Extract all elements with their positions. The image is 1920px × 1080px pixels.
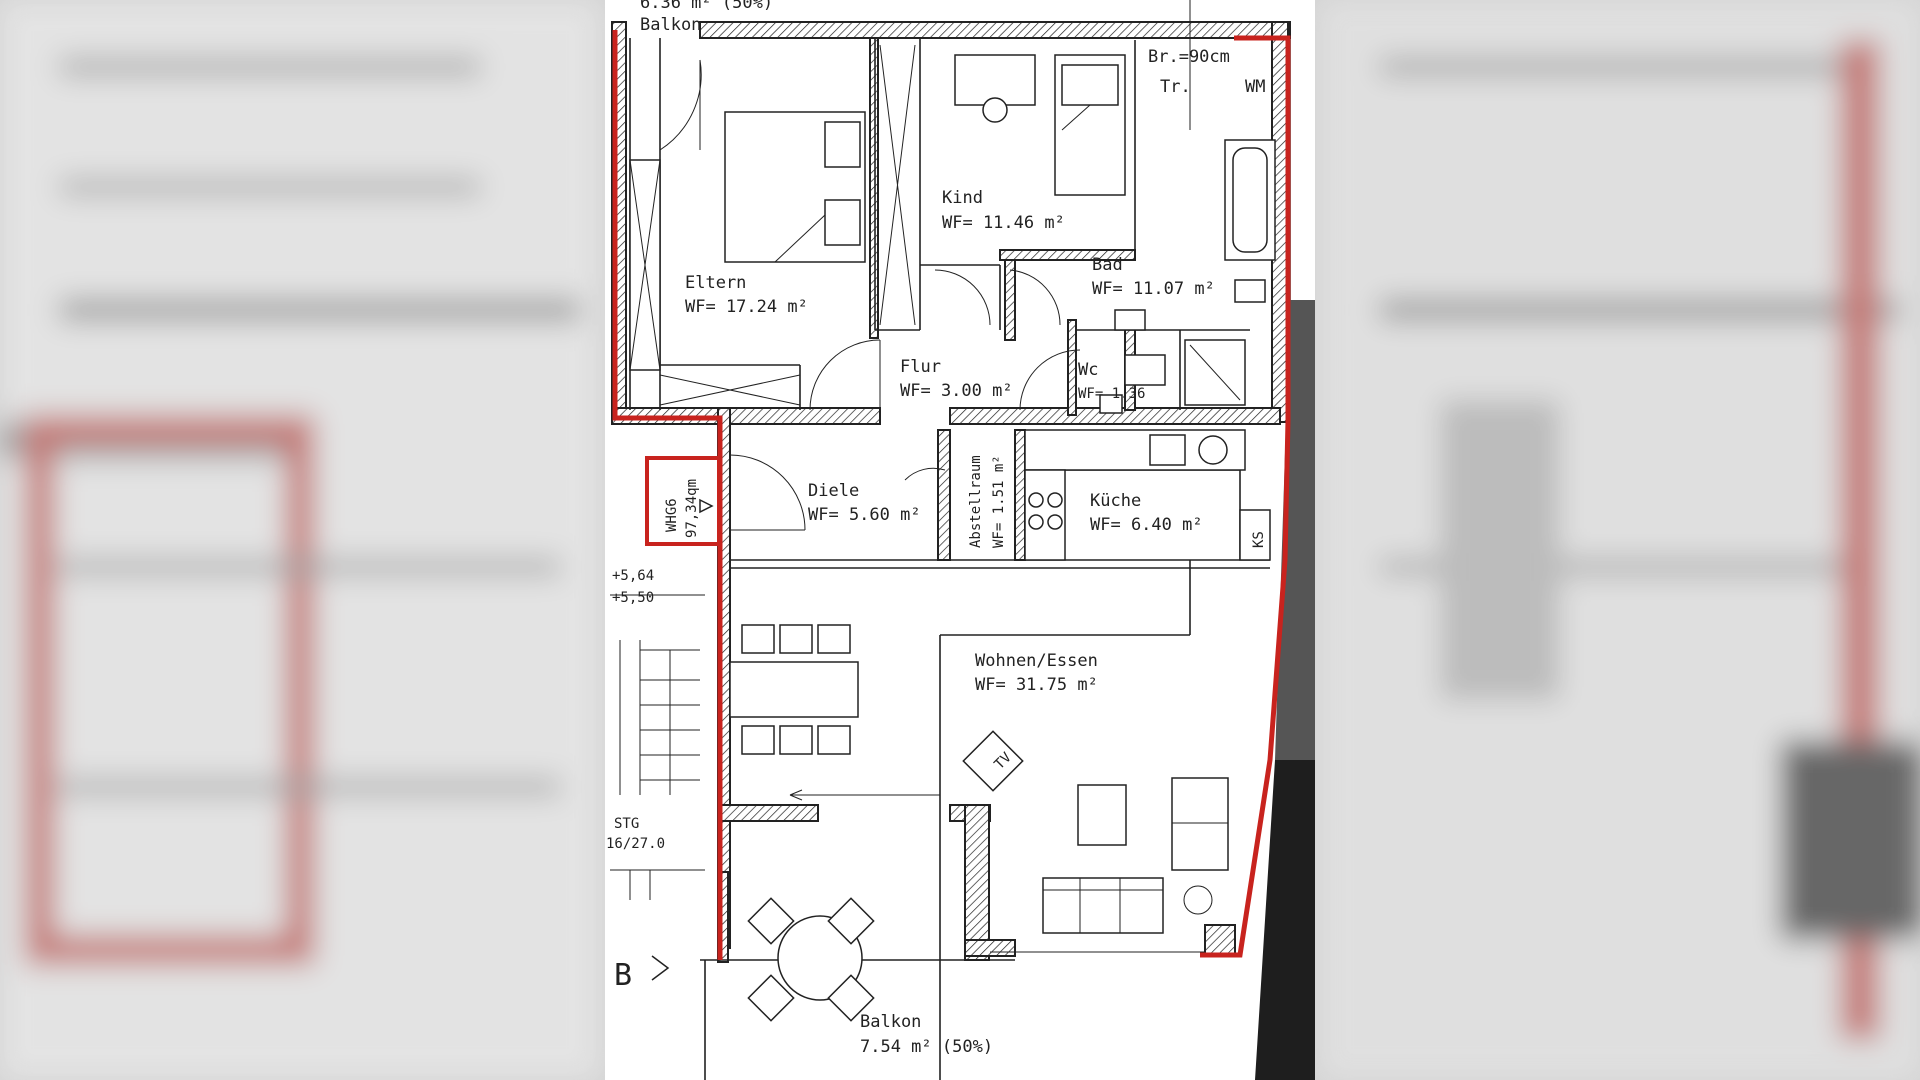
room-name-eltern: Eltern <box>685 273 746 293</box>
room-area-kueche: WF= 6.40 m² <box>1090 515 1203 535</box>
level-label-2: +5,50 <box>612 590 654 606</box>
dryer-label: Tr. <box>1160 77 1191 97</box>
unit-badge-line2: 97,34qm <box>684 479 700 538</box>
stair-label-1: STG <box>614 816 639 832</box>
unit-badge-line1: WHG6 <box>664 498 680 532</box>
room-labels: 6.36 m² (50%) Balkon Eltern WF= 17.24 m²… <box>606 0 1267 1057</box>
room-area-eltern: WF= 17.24 m² <box>685 297 808 317</box>
room-area-flur: WF= 3.00 m² <box>900 381 1013 401</box>
room-name-flur: Flur <box>900 357 941 377</box>
fridge-label: KS <box>1251 531 1267 548</box>
room-area-wohnen: WF= 31.75 m² <box>975 675 1098 695</box>
level-label-1: +5,64 <box>612 568 654 584</box>
unit-outline <box>612 30 1291 960</box>
stair-label-2: 16/27.0 <box>606 836 665 852</box>
room-area-diele: WF= 5.60 m² <box>808 505 921 525</box>
room-name-diele: Diele <box>808 481 859 501</box>
room-name-kueche: Küche <box>1090 491 1141 511</box>
room-name-bad: Bad <box>1092 255 1123 275</box>
room-area-bad: WF= 11.07 m² <box>1092 279 1215 299</box>
washer-label: WM <box>1245 77 1265 97</box>
doors <box>659 59 1081 801</box>
door-width-label: Br.=90cm <box>1148 47 1230 67</box>
room-name-kind: Kind <box>942 188 983 208</box>
room-name-balkon-bottom: Balkon <box>860 1012 921 1032</box>
room-area-abstellraum: WF= 1.51 m² <box>991 455 1007 548</box>
section-mark: B <box>614 958 632 993</box>
unit-badge-frame <box>645 456 721 546</box>
room-name-abstellraum: Abstellraum <box>968 455 984 548</box>
room-name-wohnen: Wohnen/Essen <box>975 651 1098 671</box>
room-name-balkon-top: Balkon <box>640 15 701 35</box>
room-area-kind: WF= 11.46 m² <box>942 213 1065 233</box>
top-partial-label: 6.36 m² (50%) <box>640 0 773 13</box>
room-name-wc: Wc <box>1078 360 1098 380</box>
room-area-balkon-bottom: 7.54 m² (50%) <box>860 1037 993 1057</box>
room-area-wc: WF= 1.36 <box>1078 386 1145 402</box>
furniture <box>629 44 1315 1080</box>
